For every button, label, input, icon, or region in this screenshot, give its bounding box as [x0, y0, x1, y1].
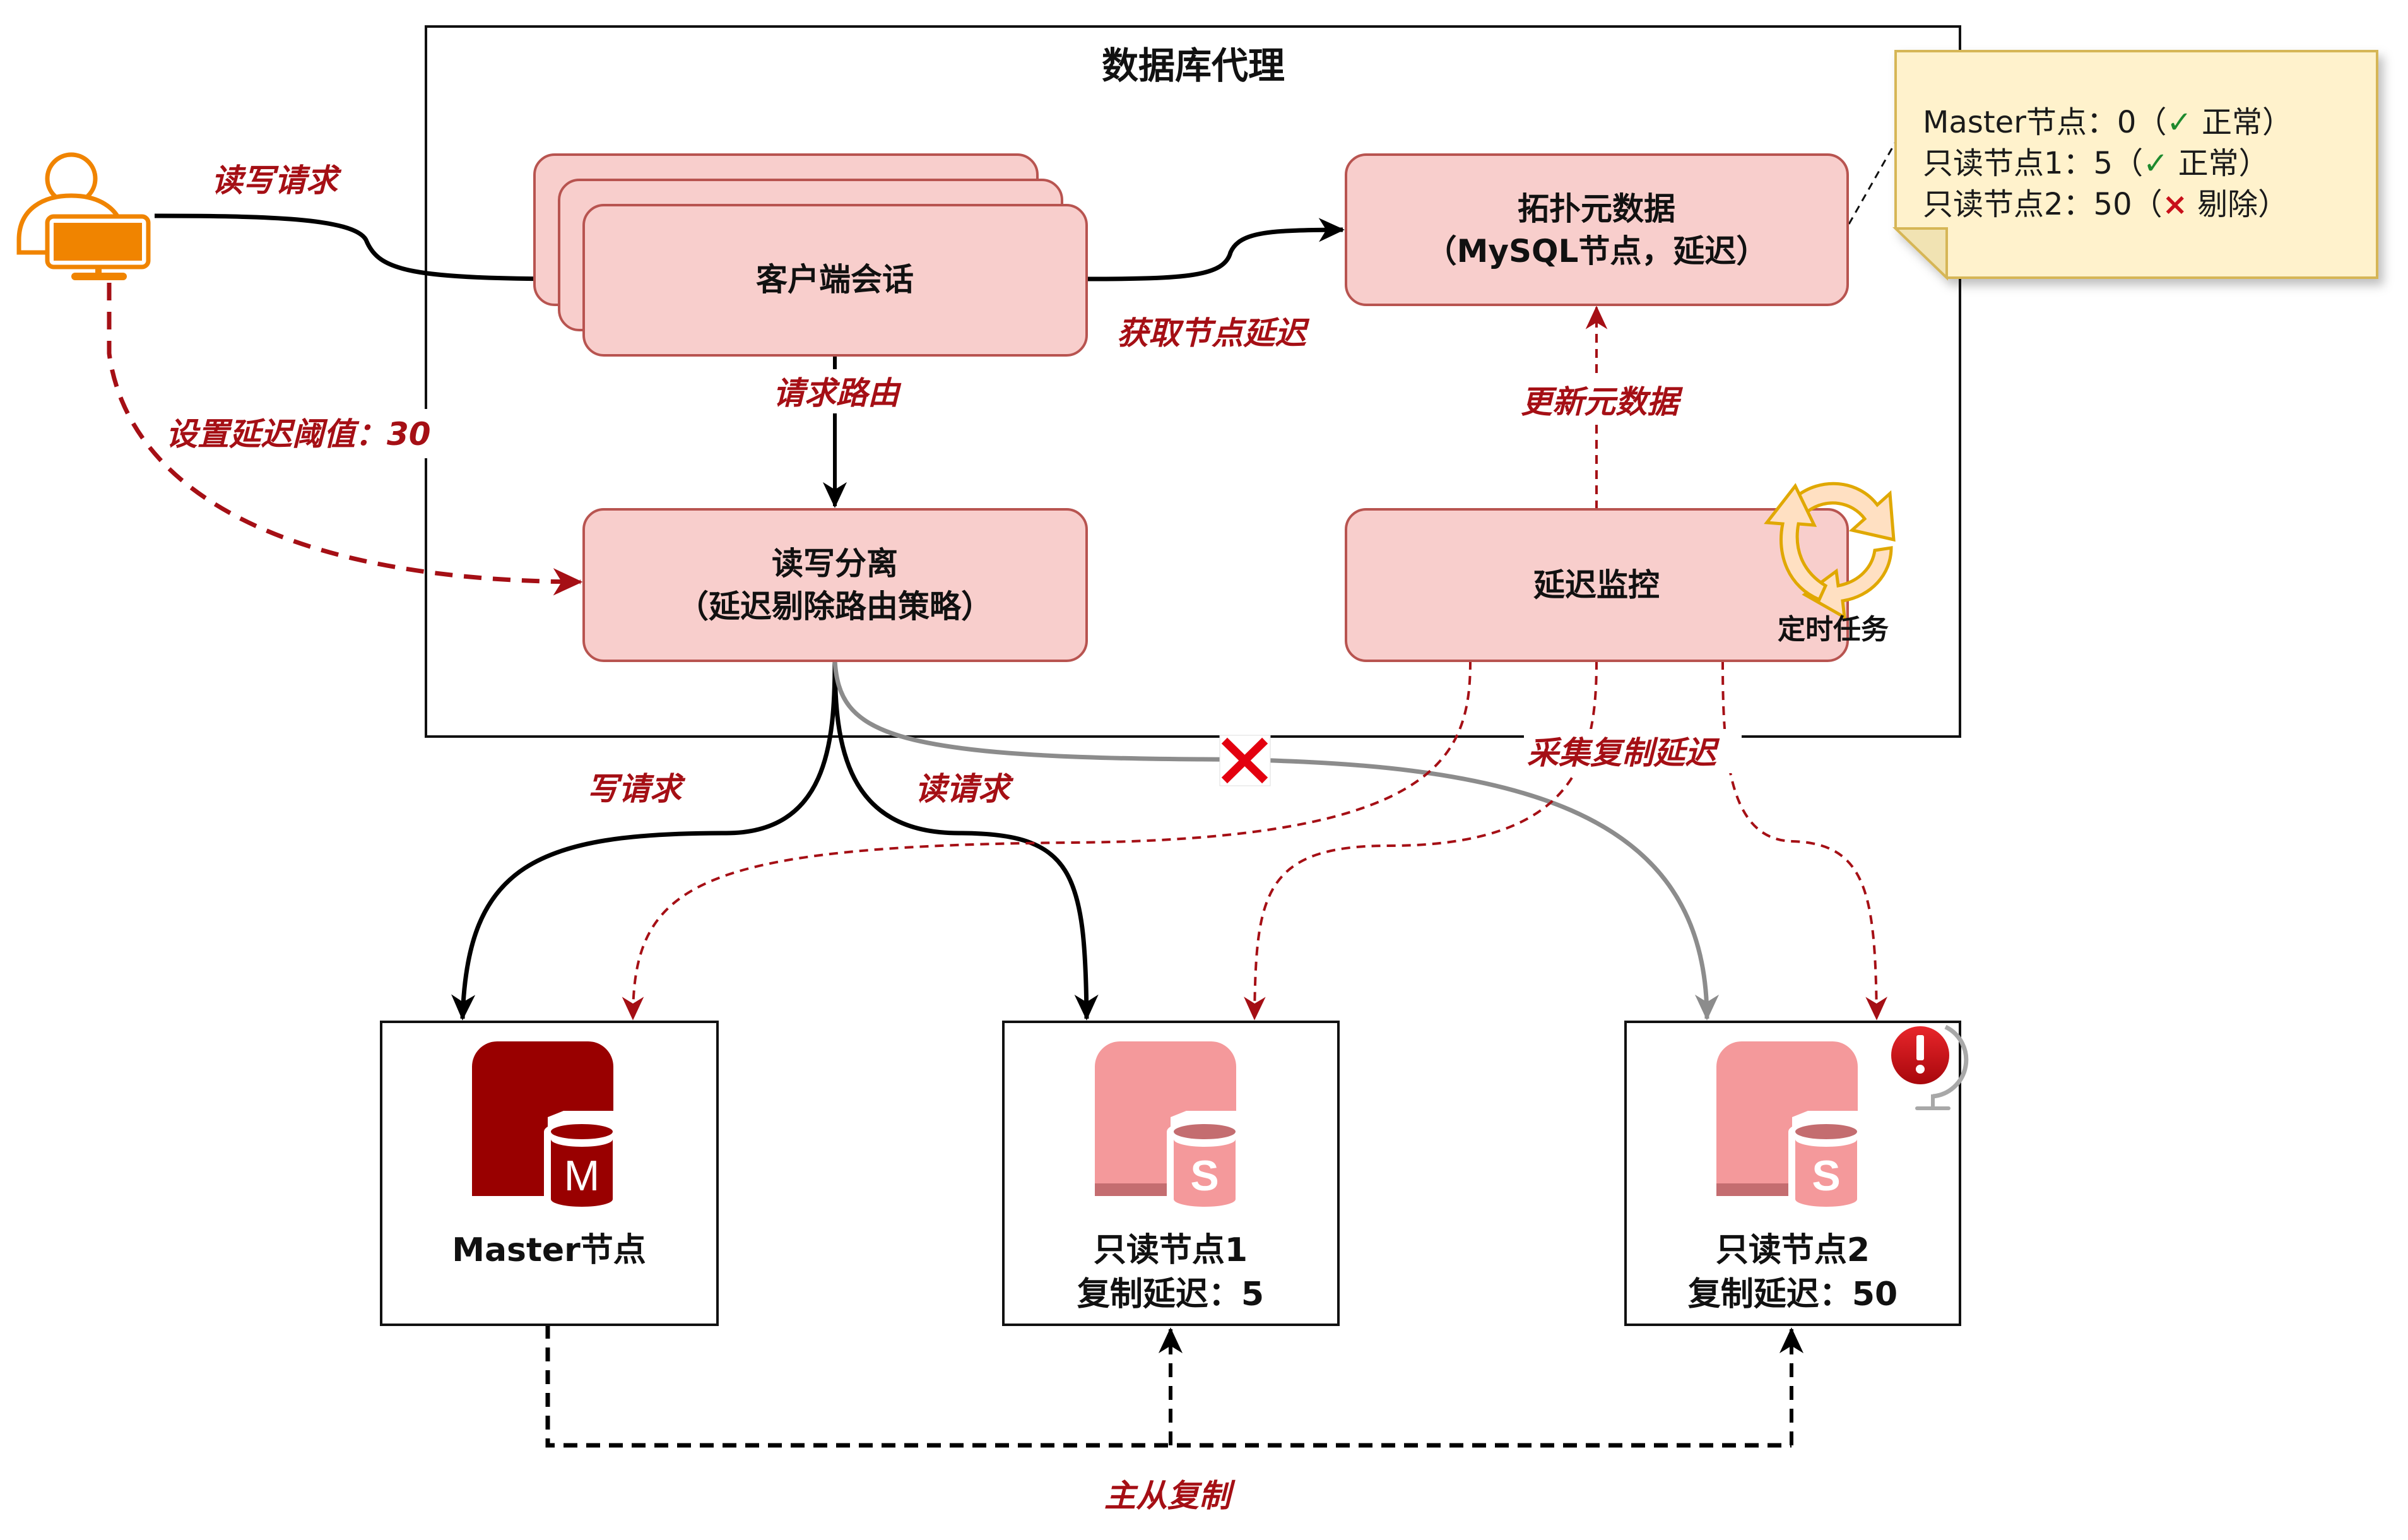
svg-text:采集复制延迟: 采集复制延迟 [1527, 735, 1720, 771]
note-line-master: Master节点：0（✓ 正常） [1923, 105, 2293, 140]
rw-split-subtitle: （延迟剔除路由策略） [677, 588, 993, 625]
scheduled-task-cycle-icon [1764, 482, 1896, 620]
edge-collect-delay-master [622, 660, 1472, 1021]
client-session-label: 客户端会话 [756, 261, 914, 298]
master-icon-letter: M [564, 1152, 600, 1200]
rw-split-title: 读写分离 [772, 545, 898, 582]
delay-status-note [1892, 50, 2378, 281]
edge-set-delay-threshold [107, 283, 583, 596]
scheduled-task-label: 定时任务 [1778, 613, 1889, 646]
master-node[interactable]: M Master节点 [380, 1021, 719, 1326]
replica2-database-icon: S [1716, 1041, 1862, 1214]
replica1-database-icon: S [1095, 1041, 1240, 1214]
replica1-icon-letter: S [1190, 1152, 1219, 1200]
edge-label-set-delay-threshold: 设置延迟阈值：30 [163, 409, 459, 458]
replica2-replication-delay: 复制延迟：50 [1688, 1276, 1897, 1313]
edge-label-get-node-delay: 获取节点延迟 [1117, 315, 1310, 352]
edge-label-collect-replication-delay: 采集复制延迟 [1524, 729, 1742, 773]
master-database-icon: M [472, 1041, 617, 1214]
svg-text:设置延迟阈值：30: 设置延迟阈值：30 [166, 416, 431, 453]
svg-text:获取节点延迟: 获取节点延迟 [1117, 315, 1310, 352]
topology-metadata-box[interactable]: 拓扑元数据 （MySQL节点，延迟） [1345, 153, 1849, 306]
edge-label-read-write-request: 读写请求 [208, 157, 342, 201]
note-line-replica2: 只读节点2：50（× 剔除） [1923, 187, 2288, 222]
blocked-route-x-icon [1219, 735, 1271, 786]
client-session-stack[interactable]: 客户端会话 [533, 153, 1088, 357]
edge-label-read-request: 读请求 [912, 764, 1019, 808]
user-computer-icon[interactable] [16, 152, 151, 280]
master-node-label: Master节点 [452, 1231, 646, 1269]
edge-read-write-request [154, 213, 582, 292]
edge-read-request [832, 660, 1099, 1021]
client-session-card-front [582, 204, 1088, 357]
edge-write-request [451, 660, 837, 1021]
edge-get-node-delay [1086, 218, 1345, 281]
replica-node-2[interactable]: S 只读节点2 复制延迟：50 [1624, 1021, 1969, 1326]
topology-metadata-subtitle: （MySQL节点，延迟） [1425, 233, 1768, 270]
svg-text:请求路由: 请求路由 [773, 375, 902, 412]
topology-metadata-title: 拓扑元数据 [1518, 191, 1675, 227]
replica2-icon-letter: S [1812, 1152, 1840, 1200]
svg-text:读请求: 读请求 [915, 771, 1014, 807]
alert-icon [1891, 1024, 1969, 1110]
edge-master-slave-replication [545, 1325, 1791, 1448]
note-connector [1848, 141, 1897, 225]
edge-label-update-metadata: 更新元数据 [1521, 379, 1684, 423]
svg-text:写请求: 写请求 [587, 771, 686, 807]
replica-node-1[interactable]: S 只读节点1 复制延迟：5 [1002, 1021, 1340, 1326]
replica2-node-label: 只读节点2 [1716, 1231, 1870, 1269]
edge-label-master-slave-replication: 主从复制 [1101, 1471, 1243, 1515]
note-line-replica1: 只读节点1：5（✓ 正常） [1923, 146, 2269, 181]
edge-label-write-request: 写请求 [584, 764, 691, 808]
delay-monitor-label: 延迟监控 [1533, 567, 1660, 603]
svg-text:更新元数据: 更新元数据 [1521, 384, 1684, 420]
edge-collect-delay-replica2 [1721, 660, 1887, 1021]
note-lines: Master节点：0（✓ 正常） 只读节点1：5（✓ 正常） 只读节点2：50（… [1923, 105, 2293, 222]
delay-monitor-box[interactable]: 延迟监控 [1345, 508, 1849, 662]
edge-label-request-routing: 请求路由 [769, 369, 904, 413]
read-write-split-box[interactable]: 读写分离 （延迟剔除路由策略） [582, 508, 1088, 662]
svg-text:读写请求: 读写请求 [211, 162, 342, 199]
replica1-replication-delay: 复制延迟：5 [1077, 1276, 1264, 1313]
replica1-node-label: 只读节点1 [1094, 1231, 1248, 1269]
proxy-title: 数据库代理 [1102, 44, 1285, 87]
svg-text:主从复制: 主从复制 [1104, 1478, 1236, 1514]
